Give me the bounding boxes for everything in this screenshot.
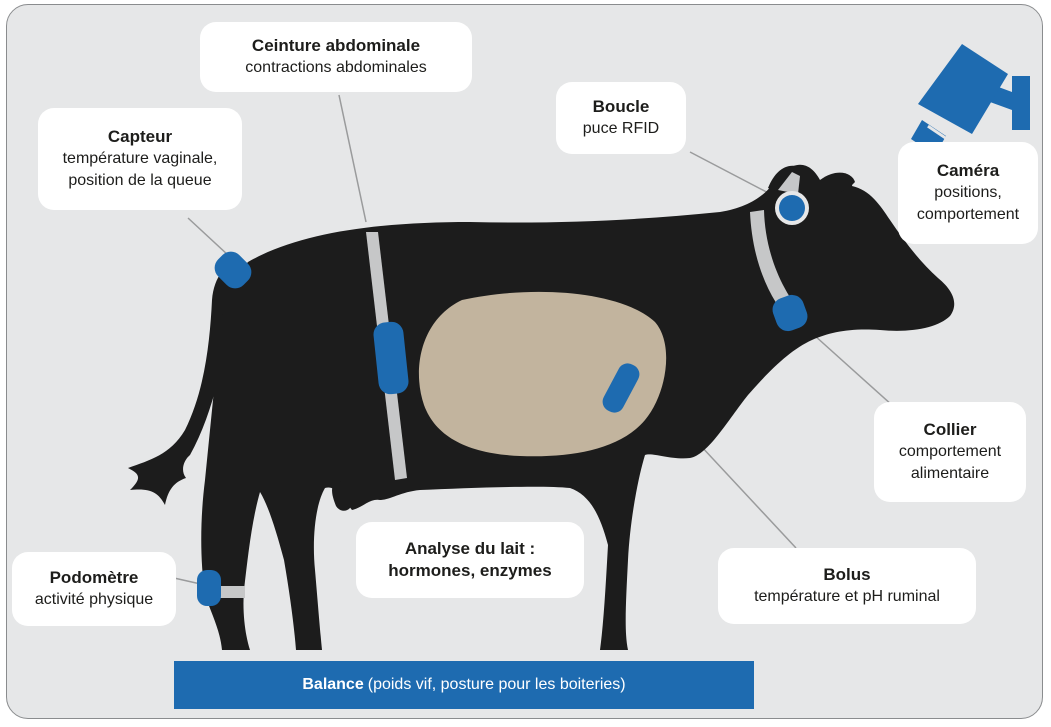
boucle-title: Boucle [556,96,686,118]
camera-title: Caméra [898,160,1038,182]
connector-ceinture [339,95,366,222]
collier-callout: Collier comportement alimentaire [874,402,1026,502]
balance-title: Balance [302,676,363,694]
connector-capteur [188,218,228,255]
podometre-callout: Podomètre activité physique [12,552,176,626]
capteur-subtitle-1: température vaginale, [38,148,242,170]
camera-icon [911,44,1030,155]
collier-title: Collier [874,419,1026,441]
capteur-subtitle-2: position de la queue [38,170,242,192]
collier-subtitle-1: comportement [874,441,1026,463]
connector-bolus [700,445,796,548]
camera-callout: Caméra positions, comportement [898,142,1038,244]
ceinture-title: Ceinture abdominale [200,35,472,57]
ear-tag-chip [779,195,805,221]
bolus-callout: Bolus température et pH ruminal [718,548,976,624]
boucle-subtitle: puce RFID [556,118,686,140]
lait-line-1: Analyse du lait : [356,538,584,560]
lait-line-2: hormones, enzymes [356,560,584,582]
podometre-title: Podomètre [12,567,176,589]
connector-boucle [690,152,778,198]
camera-subtitle-2: comportement [898,204,1038,226]
ceinture-subtitle: contractions abdominales [200,57,472,79]
podometre-subtitle: activité physique [12,589,176,611]
camera-subtitle-1: positions, [898,182,1038,204]
boucle-callout: Boucle puce RFID [556,82,686,154]
lait-callout: Analyse du lait : hormones, enzymes [356,522,584,598]
balance-bar: Balance (poids vif, posture pour les boi… [174,661,754,709]
capteur-title: Capteur [38,126,242,148]
bolus-subtitle: température et pH ruminal [718,586,976,608]
capteur-callout: Capteur température vaginale, position d… [38,108,242,210]
bolus-title: Bolus [718,564,976,586]
ceinture-callout: Ceinture abdominale contractions abdomin… [200,22,472,92]
pedometer-sensor [197,570,221,606]
balance-detail: (poids vif, posture pour les boiteries) [368,676,626,694]
connector-collier [814,335,893,406]
collier-subtitle-2: alimentaire [874,463,1026,485]
